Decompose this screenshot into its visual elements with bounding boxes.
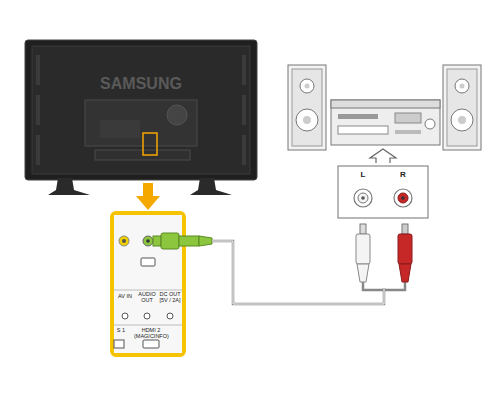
arrow (370, 149, 396, 163)
port-label: AV IN (118, 294, 132, 300)
panel-zoom (112, 213, 184, 355)
speaker (288, 65, 326, 150)
port-label: HDMI 2 (MAGICINFO) (134, 328, 168, 340)
channel-label: L (361, 171, 366, 179)
rca-red (398, 224, 412, 282)
brand-text: SAMSUNG (100, 76, 182, 93)
highlight (143, 133, 157, 155)
port-label: AUDIO OUT (136, 292, 158, 304)
stereo-unit (331, 100, 440, 145)
channel-label: R (400, 171, 406, 179)
port-label: S 1 (117, 328, 125, 334)
arrow (136, 183, 160, 210)
jack-inset (338, 166, 428, 218)
rca-white (356, 224, 370, 282)
port-label: DC OUT [5V / 2A] (159, 292, 181, 304)
speaker (443, 65, 481, 150)
stand (48, 178, 90, 195)
stand (190, 178, 232, 195)
monitor-back (25, 40, 257, 180)
